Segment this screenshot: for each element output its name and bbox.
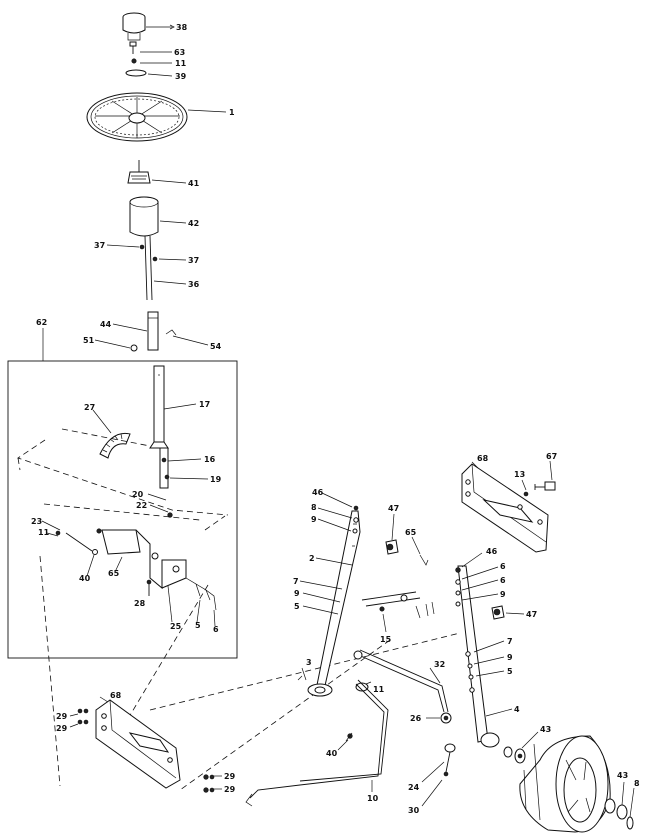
- callout-38: 38: [176, 23, 188, 32]
- callout-36: 36: [188, 280, 200, 289]
- callout-68-lower: 68: [110, 691, 122, 700]
- drag-link-15: [361, 591, 435, 619]
- callout-6-right-1: 6: [500, 562, 506, 571]
- callout-9-left: 9: [294, 589, 300, 598]
- link-11-right: [355, 681, 372, 692]
- bolts-29-right: [203, 774, 215, 793]
- callout-9-right-2: 9: [507, 653, 513, 662]
- callout-46-left: 46: [312, 488, 324, 497]
- callout-46-right: 46: [486, 547, 498, 556]
- tie-rod-32: [353, 649, 449, 713]
- frame-bracket-68-upper: [461, 463, 549, 553]
- callout-6-box: 6: [213, 625, 219, 634]
- callout-6-right-2: 6: [500, 576, 506, 585]
- callout-15: 15: [380, 635, 392, 644]
- bolt-67: [534, 481, 556, 491]
- callout-29-right-1: 29: [224, 772, 236, 781]
- callout-42: 42: [188, 219, 199, 228]
- upper-shaft-36: [139, 235, 158, 301]
- callout-10: 10: [367, 794, 379, 803]
- callout-51: 51: [83, 336, 95, 345]
- steering-wheel-cap: [122, 12, 146, 41]
- assembly-box-62: [7, 360, 238, 659]
- callout-32: 32: [434, 660, 445, 669]
- callout-65-box: 65: [108, 569, 120, 578]
- callout-24: 24: [408, 783, 420, 792]
- callout-37-right: 37: [188, 256, 199, 265]
- callout-29-left-1: 29: [56, 712, 68, 721]
- callout-65-right: 65: [405, 528, 417, 537]
- spindle-2: [307, 505, 361, 697]
- spindle-4: [455, 565, 500, 748]
- callout-9-left-top: 9: [311, 515, 317, 524]
- screw-63: [129, 41, 137, 54]
- callout-40-right: 40: [326, 749, 338, 758]
- callout-63: 63: [174, 48, 185, 57]
- callout-68-upper: 68: [477, 454, 489, 463]
- callout-8-right: 8: [634, 779, 640, 788]
- callout-54: 54: [210, 342, 222, 351]
- callout-5-box: 5: [195, 621, 201, 630]
- callout-43-left: 43: [540, 725, 551, 734]
- callout-9-right: 9: [500, 590, 506, 599]
- callout-37-left: 37: [94, 241, 105, 250]
- callout-29-left-2: 29: [56, 724, 68, 733]
- support-plate-outline: [17, 428, 229, 531]
- callout-23: 23: [31, 517, 42, 526]
- gear-bracket-65: [55, 528, 217, 611]
- steering-column-17: [149, 365, 173, 518]
- callout-3: 3: [306, 658, 312, 667]
- drag-rod-10: [245, 679, 389, 807]
- callout-1: 1: [229, 108, 235, 117]
- callout-43-right: 43: [617, 771, 628, 780]
- front-wheel-tire: [519, 735, 611, 833]
- washers-24-30: [443, 743, 456, 777]
- lower-shaft-44: [130, 311, 177, 352]
- callout-47-left: 47: [388, 504, 399, 513]
- callout-11-top: 11: [175, 59, 187, 68]
- wheel-adapter-41: [127, 160, 151, 184]
- callout-27: 27: [84, 403, 95, 412]
- callout-26: 26: [410, 714, 422, 723]
- callout-17: 17: [199, 400, 210, 409]
- callout-16: 16: [204, 455, 216, 464]
- bolts-29-left: [77, 708, 89, 725]
- callout-2: 2: [309, 554, 315, 563]
- callout-4: 4: [514, 705, 520, 714]
- callout-8-left: 8: [311, 503, 317, 512]
- callout-25: 25: [170, 622, 182, 631]
- callout-29-right-2: 29: [224, 785, 236, 794]
- callout-30: 30: [408, 806, 420, 815]
- bushing-47-left: [385, 539, 399, 555]
- callout-28: 28: [134, 599, 146, 608]
- callout-5-right: 5: [507, 667, 513, 676]
- callout-20: 20: [132, 490, 144, 499]
- sector-gear-27: [99, 432, 131, 459]
- spacer-42: [129, 196, 159, 237]
- ball-joint-26: [440, 712, 452, 724]
- callout-41: 41: [188, 179, 200, 188]
- callout-47-right: 47: [526, 610, 537, 619]
- callout-11-right: 11: [373, 685, 385, 694]
- callout-40-box: 40: [79, 574, 91, 583]
- callout-7-right: 7: [507, 637, 513, 646]
- callout-22: 22: [136, 501, 147, 510]
- pin-65-right: [411, 536, 429, 566]
- callout-44: 44: [100, 320, 112, 329]
- callout-13: 13: [514, 470, 525, 479]
- callout-7-left: 7: [293, 577, 299, 586]
- steering-wheel: [86, 92, 188, 142]
- callout-62: 62: [36, 318, 47, 327]
- frame-bracket-68-lower: [95, 699, 181, 789]
- callout-39: 39: [175, 72, 187, 81]
- callout-67: 67: [546, 452, 557, 461]
- callout-5-left: 5: [294, 602, 300, 611]
- callout-19: 19: [210, 475, 222, 484]
- bushing-47-right: [491, 605, 505, 620]
- pin-40-right: [345, 732, 353, 742]
- callout-11-box: 11: [38, 528, 50, 537]
